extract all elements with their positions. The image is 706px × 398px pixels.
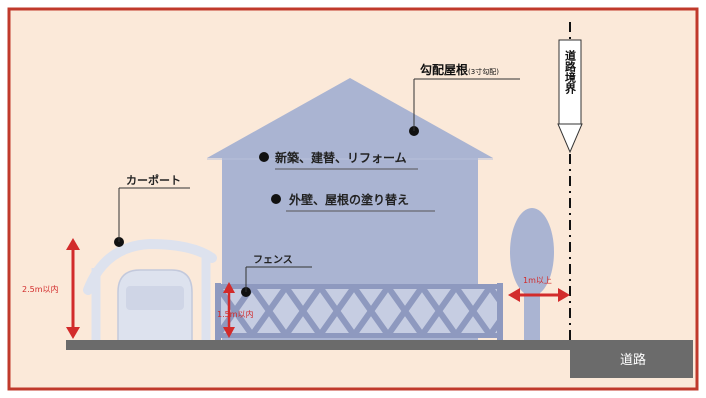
carport-label: カーポート [126, 173, 181, 187]
exterior-repaint-callout: 外壁、屋根の塗り替え [271, 192, 435, 212]
fence-height-arrow: 1.5m以内 [217, 282, 254, 338]
frame-border [7, 7, 699, 391]
ground [66, 340, 570, 350]
carport [83, 238, 217, 343]
setback-label: 1m以上 [523, 276, 552, 285]
sloped-roof-callout: 勾配屋根(3寸勾配) [409, 62, 520, 136]
fence [215, 283, 503, 340]
road-boundary-marker: 道路境界 [557, 39, 583, 154]
carport-height-arrow: 2.5m以内 [22, 238, 80, 339]
road-boundary-label: 道路境界 [564, 49, 577, 95]
new-construction-callout: 新築、建替、リフォーム [259, 150, 418, 170]
new-construction-label: 新築、建替、リフォーム [275, 150, 407, 165]
sloped-roof-label: 勾配屋根(3寸勾配) [420, 62, 499, 77]
carport-height-label: 2.5m以内 [22, 284, 59, 294]
setback-arrow: 1m以上 [508, 276, 570, 302]
road-label: 道路 [620, 352, 646, 368]
fence-label: フェンス [253, 254, 293, 266]
exterior-repaint-label: 外壁、屋根の塗り替え [289, 192, 409, 207]
carport-callout: カーポート [114, 173, 190, 247]
fence-callout: フェンス [241, 254, 312, 297]
road-block [570, 340, 693, 378]
fence-height-label: 1.5m以内 [217, 309, 254, 319]
